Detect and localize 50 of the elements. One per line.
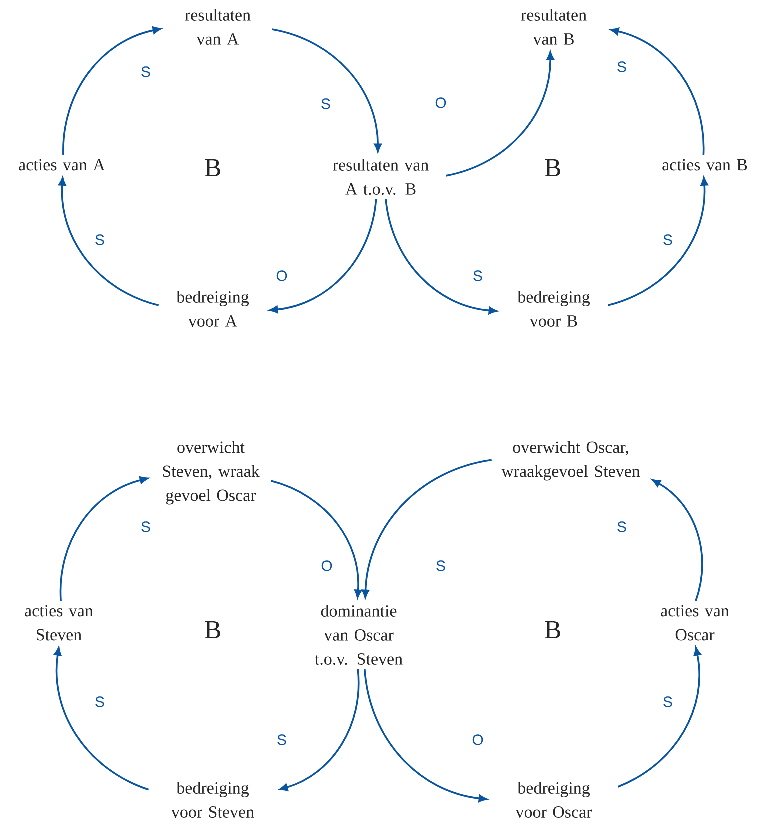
edge-label: S (142, 522, 150, 532)
arrow (618, 647, 702, 788)
node-text: bedreiging voor A (176, 291, 250, 327)
edge-label: O (276, 270, 288, 282)
loop-label: B (545, 159, 560, 177)
loop-label: B (205, 621, 220, 639)
node-text: overwicht Oscar, wraakgevoel Steven (502, 441, 640, 481)
arrow (54, 647, 150, 791)
arrow (58, 177, 160, 306)
edge-label: S (278, 734, 286, 746)
edge-label: S (664, 234, 672, 246)
arrow (610, 28, 705, 156)
edge-label: S (436, 560, 446, 572)
edge-label: O (436, 98, 446, 108)
edge-label: S (618, 522, 626, 532)
edge-label: O (472, 734, 484, 746)
arrow (364, 669, 488, 802)
arrow (60, 476, 148, 602)
arrow (280, 669, 360, 792)
edge-label: S (664, 696, 672, 708)
node-text: dominantie van Oscar t.o.v. Steven (315, 604, 403, 665)
edge-label: S (96, 696, 104, 708)
node-text: resultaten van B (521, 9, 587, 45)
node-text: resultaten van A t.o.v. B (333, 158, 429, 195)
arrow (652, 479, 704, 602)
node-text: acties van Oscar (661, 605, 730, 641)
node-text: bedreiging voor Steven (171, 782, 254, 818)
node-text: bedreiging voor B (518, 291, 590, 327)
arrow (270, 199, 378, 314)
arrow (62, 26, 162, 156)
arrow (385, 199, 498, 314)
edge-label: S (142, 66, 150, 78)
arrow (270, 480, 362, 598)
edge-label: S (474, 270, 482, 282)
edge-label: O (322, 560, 332, 572)
node-text: resultaten van A (185, 9, 251, 45)
node-text: acties van B (662, 159, 748, 171)
node-text: acties van A (19, 159, 106, 171)
loop-label: B (205, 159, 220, 177)
arrow (272, 28, 382, 152)
arrow (446, 52, 554, 177)
node-text: bedreiging voor Oscar (516, 782, 592, 818)
loop-label: B (545, 621, 560, 639)
edge-label: S (322, 98, 330, 110)
arrow (362, 459, 492, 598)
node-text: overwicht Steven, wraak gevoel Oscar (163, 441, 260, 505)
node-text: acties van Steven (25, 605, 94, 641)
edge-label: S (96, 234, 104, 246)
edge-label: S (618, 62, 626, 72)
arrow (608, 177, 708, 306)
